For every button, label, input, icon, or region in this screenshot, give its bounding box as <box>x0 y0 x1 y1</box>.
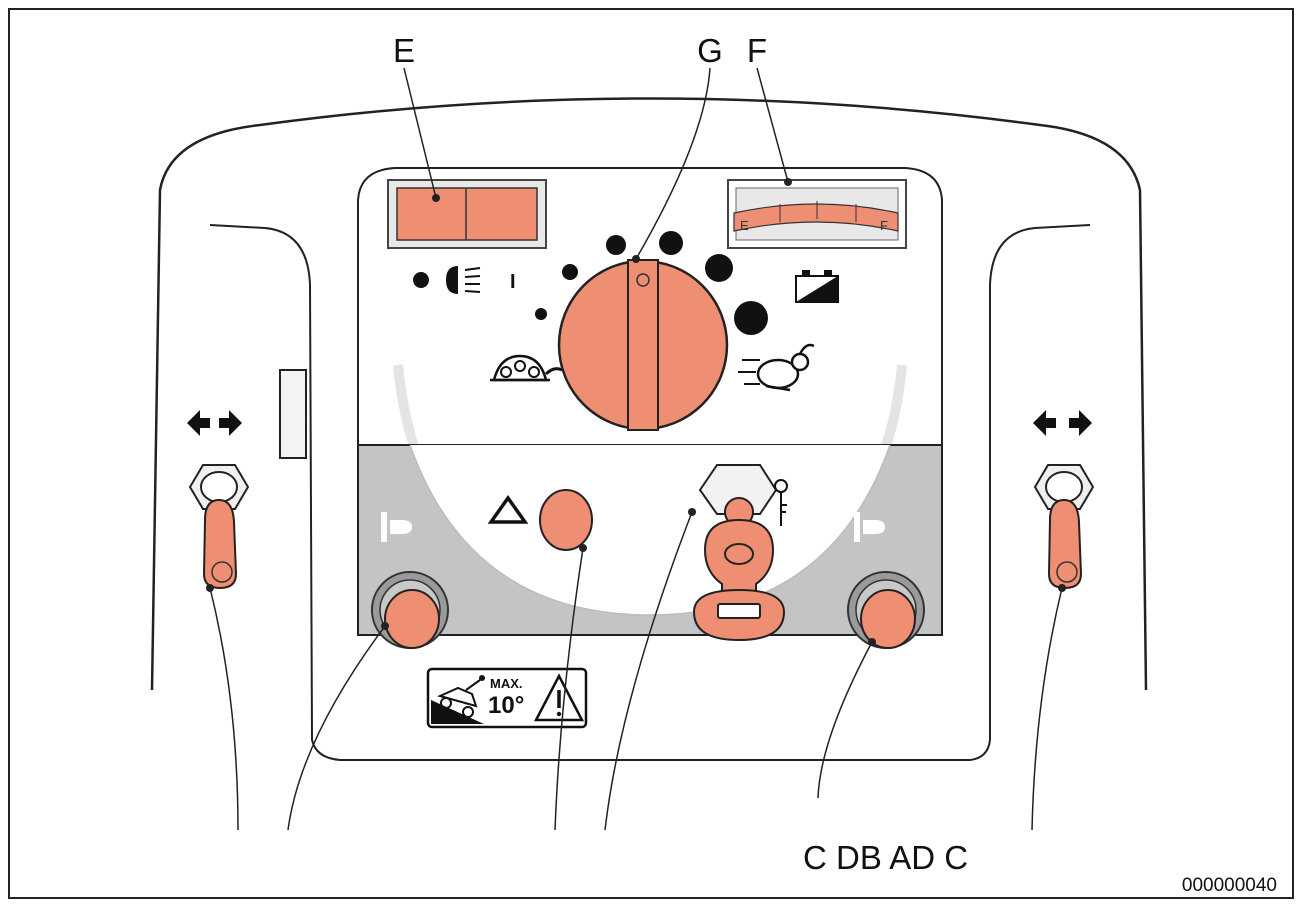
right-horn-button[interactable] <box>860 589 916 649</box>
turtle-slow-speed-icon <box>490 354 563 382</box>
speed-dot-3 <box>606 235 626 255</box>
battery-icon <box>795 270 839 303</box>
gauge-empty-letter: E <box>740 218 749 233</box>
charge-gauge-scale <box>733 203 899 232</box>
left-side-bay <box>209 224 313 741</box>
callout-label-f: F <box>747 32 767 69</box>
callout-g-leader <box>635 67 711 260</box>
speed-dot-4 <box>659 231 683 255</box>
callout-label-bottom-group: C DB AD C <box>803 839 968 876</box>
horn-icon <box>854 512 885 542</box>
key-icon <box>774 479 788 526</box>
callout-f-leader <box>756 67 789 183</box>
right-direction-toggle[interactable] <box>1047 498 1083 590</box>
callout-label-e: E <box>393 32 415 69</box>
drawing-number: 000000040 <box>1182 875 1277 896</box>
key-hole <box>724 543 754 565</box>
hazard-warning-button[interactable] <box>539 489 593 551</box>
speed-dot-1 <box>535 308 547 320</box>
rabbit-fast-speed-icon <box>738 343 815 392</box>
direction-arrows-icon <box>187 410 242 436</box>
side-latch <box>279 369 307 459</box>
callout-label-g: G <box>697 32 723 69</box>
headlight-off-dot <box>413 272 429 288</box>
dial-grip[interactable] <box>627 259 659 431</box>
leader-left-toggle <box>209 587 239 831</box>
tilt-warning-label: MAX. 10° <box>426 667 588 729</box>
direction-arrows-icon <box>1033 410 1092 436</box>
hour-meter-display <box>396 187 538 241</box>
left-direction-switch-collar <box>200 471 238 503</box>
tilt-label-max: MAX. <box>490 676 523 691</box>
speed-dot-5 <box>705 254 733 282</box>
dial-pointer-mark <box>636 273 650 287</box>
hazard-triangle-icon <box>533 673 585 722</box>
right-toggle-tip <box>1056 561 1078 583</box>
tilt-label-angle: 10° <box>488 692 524 719</box>
leader-hazard-button <box>554 547 584 831</box>
ramp-vehicle-icon <box>437 675 485 718</box>
leader-right-horn <box>817 641 873 799</box>
left-toggle-tip <box>211 561 233 583</box>
speed-dot-2 <box>562 264 578 280</box>
horn-icon <box>381 512 412 542</box>
key-bow-slot <box>717 603 761 619</box>
right-side-bay <box>989 224 1091 740</box>
dial-arc-edge <box>409 444 891 616</box>
right-direction-switch-collar <box>1045 471 1083 503</box>
headlight-on-mark: I <box>510 271 516 293</box>
gauge-full-letter: F <box>880 218 888 233</box>
console-housing-outline <box>150 97 1148 691</box>
leader-right-toggle <box>1031 587 1063 831</box>
left-horn-button[interactable] <box>384 589 440 649</box>
leader-key-switch <box>604 511 693 831</box>
callout-e-leader <box>403 67 437 199</box>
hazard-triangle-icon <box>487 494 529 524</box>
speed-dot-6 <box>734 301 768 335</box>
leader-left-horn <box>287 625 386 831</box>
panel-base-outline <box>311 739 991 761</box>
headlight-icon <box>446 266 481 294</box>
